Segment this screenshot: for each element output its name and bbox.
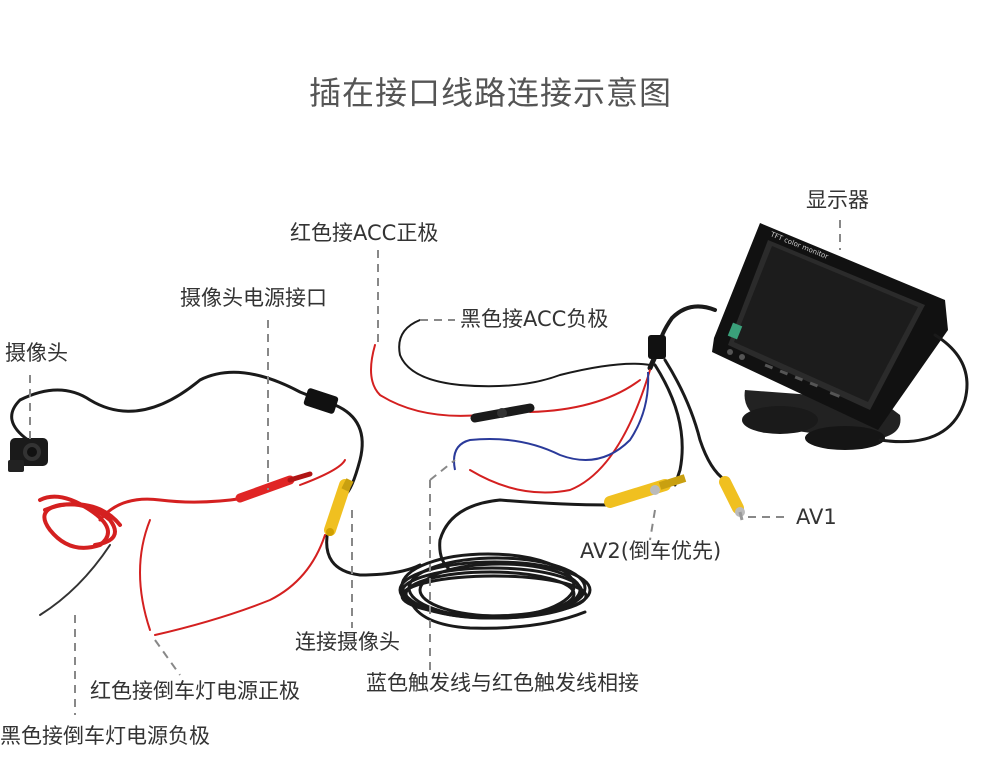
blue-wire: [453, 371, 650, 471]
black-wires: [10, 304, 969, 630]
label-blue-red-trigger: 蓝色触发线与红色触发线相接: [366, 671, 639, 695]
label-monitor: 显示器: [806, 188, 869, 212]
label-av2: AV2(倒车优先): [580, 539, 722, 563]
label-red-reverse-light-positive: 红色接倒车灯电源正极: [90, 679, 300, 703]
label-black-reverse-light-negative: 黑色接倒车灯电源负极: [0, 724, 210, 748]
camera-illustration: [8, 438, 48, 472]
red-wires: [38, 344, 651, 636]
rca-connector-camera: [324, 478, 354, 536]
page-title: 插在接口线路连接示意图: [308, 74, 672, 112]
label-camera: 摄像头: [5, 341, 68, 365]
label-av1: AV1: [796, 505, 837, 529]
label-camera-power-port: 摄像头电源接口: [180, 286, 327, 310]
label-black-acc-negative: 黑色接ACC负极: [460, 307, 609, 331]
label-red-acc-positive: 红色接ACC正极: [290, 221, 439, 245]
rca-connector-av2: [604, 474, 687, 508]
rca-connector-av1: [719, 476, 745, 521]
fuse-holder: [470, 403, 535, 423]
label-connect-camera: 连接摄像头: [295, 630, 400, 654]
monitor-illustration: TFT color monitor: [712, 223, 948, 450]
leader-lines: [29, 220, 841, 715]
